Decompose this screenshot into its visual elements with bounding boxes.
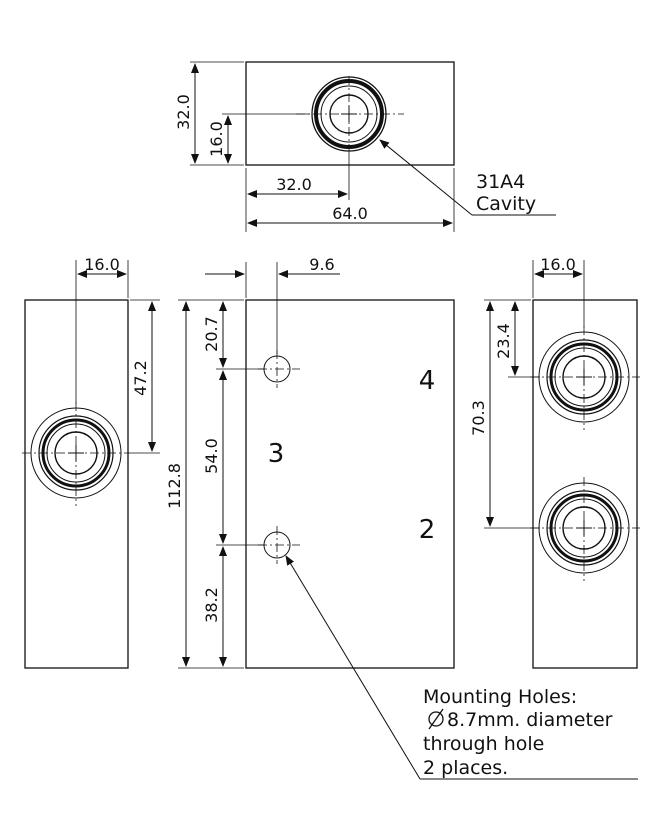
port-label-4: 4 bbox=[419, 366, 436, 396]
front-view: 4 3 2 9.6 112.8 20.7 54.0 38.2 bbox=[165, 255, 638, 780]
port-label-3: 3 bbox=[268, 439, 285, 469]
port-label-2: 2 bbox=[419, 515, 436, 545]
right-dim-16-text: 16.0 bbox=[540, 255, 576, 274]
front-dim-54-0-text: 54.0 bbox=[202, 438, 221, 474]
front-dim-112-8-text: 112.8 bbox=[165, 463, 184, 509]
cavity-callout-line1: 31A4 bbox=[476, 171, 525, 193]
dim-32-vertical-text: 32.0 bbox=[174, 94, 193, 130]
front-view-body bbox=[245, 299, 455, 669]
front-dim-38-2-text: 38.2 bbox=[202, 587, 221, 623]
mounting-hole-leader bbox=[285, 555, 421, 780]
note-line-1: Mounting Holes: bbox=[423, 686, 577, 708]
front-dim-20-7-text: 20.7 bbox=[202, 316, 221, 352]
cavity-right-bottom bbox=[530, 477, 640, 581]
top-view-body bbox=[245, 61, 455, 166]
cavity-callout-line2: Cavity bbox=[476, 193, 536, 215]
cavity-right-top bbox=[530, 326, 640, 430]
diameter-symbol bbox=[428, 708, 444, 730]
right-dim-70-3-text: 70.3 bbox=[469, 400, 488, 436]
note-line-4: 2 places. bbox=[423, 757, 508, 779]
right-view-body bbox=[532, 299, 638, 669]
right-view: 16.0 23.4 70.3 bbox=[469, 255, 640, 669]
left-dim-16-text: 16.0 bbox=[84, 255, 120, 274]
front-dim-9-6-text: 9.6 bbox=[309, 255, 334, 274]
mounting-hole-top bbox=[258, 350, 300, 388]
dim-64-horizontal-text: 64.0 bbox=[332, 204, 368, 223]
mounting-holes-note: Mounting Holes: 8.7mm. diameter through … bbox=[423, 686, 613, 779]
note-line-3: through hole bbox=[423, 733, 544, 755]
cavity-leader-line bbox=[379, 139, 473, 216]
left-dim-47-text: 47.2 bbox=[131, 360, 150, 396]
left-view: 16.0 47.2 bbox=[22, 255, 160, 669]
left-view-body bbox=[24, 299, 129, 669]
cavity-left bbox=[22, 402, 130, 506]
right-dim-23-4-text: 23.4 bbox=[494, 323, 513, 359]
dim-16-vertical-text: 16.0 bbox=[207, 121, 226, 157]
top-view: 32.0 16.0 32.0 64.0 31A4 Cavity bbox=[174, 61, 556, 232]
cavity-top bbox=[296, 76, 404, 152]
note-line-2: 8.7mm. diameter bbox=[447, 709, 613, 731]
mounting-hole-bottom bbox=[258, 526, 300, 564]
dim-32-horizontal-text: 32.0 bbox=[276, 175, 312, 194]
